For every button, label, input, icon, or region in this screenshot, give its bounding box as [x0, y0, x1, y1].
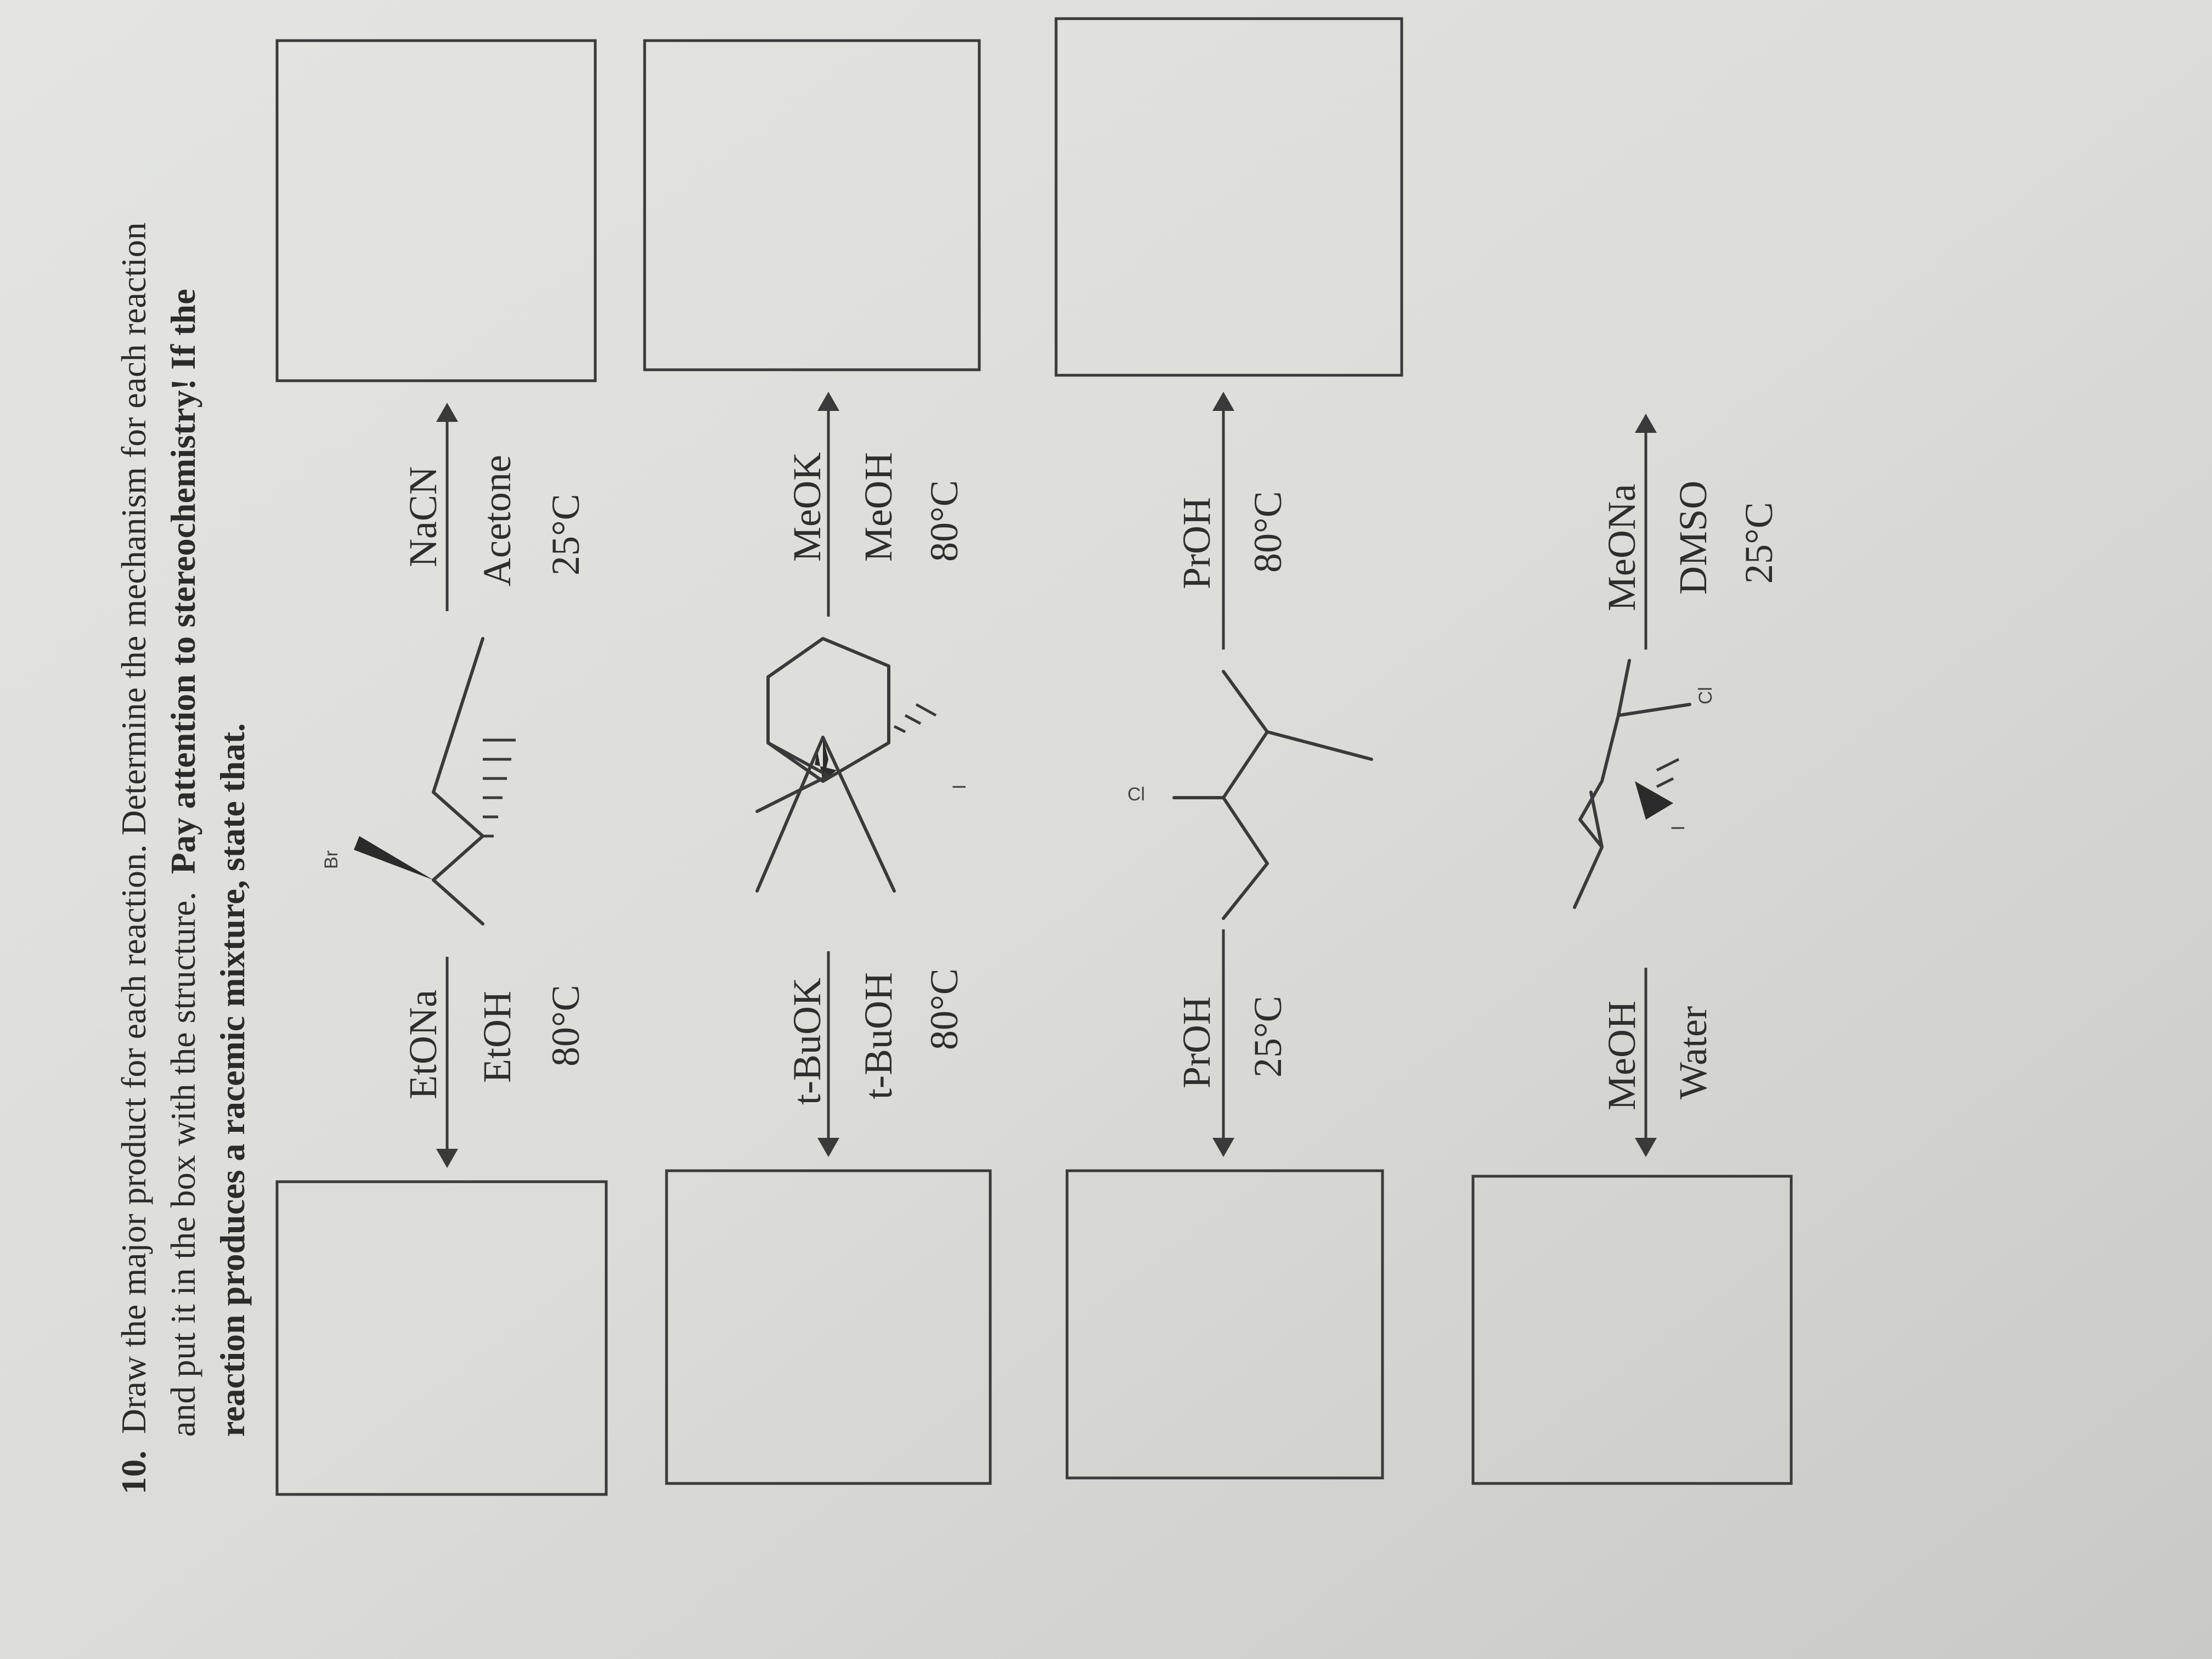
- arrowhead-right: [436, 403, 458, 422]
- solvent-right: DMSO: [1671, 481, 1715, 595]
- temp-right: 80°C: [1246, 491, 1290, 573]
- solvent-left: EtOH: [475, 991, 519, 1083]
- question-line-1: Draw the major product for each reaction…: [114, 222, 153, 1434]
- reaction-row-1: EtONa EtOH 80°C Br NaCN Acetone: [275, 39, 608, 1496]
- substrate-structure: I Cl: [1573, 659, 1716, 909]
- answer-box-right[interactable]: [275, 39, 597, 382]
- arrowhead-right: [1635, 414, 1657, 433]
- answer-box-right[interactable]: [1054, 17, 1403, 377]
- temp-left: 25°C: [1246, 996, 1290, 1077]
- atom-label: Cl: [1127, 784, 1145, 805]
- temp-right: 25°C: [544, 494, 588, 575]
- reagent-left: t-BuOK: [785, 978, 829, 1105]
- atom-label: I: [949, 785, 970, 789]
- atom-label: Br: [321, 850, 342, 869]
- svg-text:and put it in the box with the: and put it in the box with the structure…: [163, 289, 202, 1437]
- answer-box-left[interactable]: [275, 1180, 608, 1496]
- answer-box-left[interactable]: [1471, 1175, 1793, 1485]
- reaction-row-4: MeOH Water I Cl MeONa DMSO 25°C: [1471, 414, 1793, 1485]
- solvent-right: Acetone: [475, 455, 519, 586]
- solvent-left: Water: [1671, 1006, 1715, 1099]
- substrate-structure: Br: [321, 637, 516, 926]
- atom-label-2: Cl: [1695, 687, 1716, 704]
- reagent-right: MeONa: [1600, 484, 1644, 611]
- reaction-row-3: PrOH 25°C Cl PrOH 80°C: [1054, 17, 1403, 1480]
- solvent-left: t-BuOH: [856, 972, 900, 1099]
- temp-right: 25°C: [1737, 502, 1781, 584]
- atom-label-1: I: [1668, 826, 1689, 831]
- svg-text:10. Draw the major pro: 10. Draw the major product for each reac…: [114, 222, 153, 1494]
- solvent-right: MeOH: [856, 452, 900, 562]
- answer-box-left[interactable]: [1065, 1169, 1384, 1480]
- temp-right: 80°C: [922, 480, 966, 562]
- arrowhead-right: [817, 392, 839, 411]
- temp-left: 80°C: [544, 985, 588, 1066]
- question-line-2-bold: Pay attention to stereochemistry! If the: [163, 289, 202, 874]
- answer-box-left[interactable]: [665, 1169, 992, 1485]
- arrowhead-left: [1212, 1138, 1234, 1157]
- question-header: 10. Draw the major product for each reac…: [114, 222, 252, 1494]
- question-line-3: reaction produces a racemic mixture, sta…: [213, 723, 252, 1437]
- answer-box-right[interactable]: [643, 39, 981, 371]
- reaction-row-2: t-BuOK t-BuOH 80°C I MeOK: [643, 39, 992, 1485]
- reagent-right: MeOK: [785, 452, 829, 562]
- substrate-structure: I: [755, 637, 970, 893]
- substrate-structure: Cl: [1127, 670, 1373, 920]
- reagent-left: EtONa: [401, 990, 445, 1099]
- reagent-right: PrOH: [1175, 497, 1218, 589]
- question-number: 10.: [114, 1451, 153, 1494]
- reagent-left: PrOH: [1175, 996, 1218, 1088]
- arrowhead-left: [817, 1138, 839, 1157]
- arrowhead-left: [436, 1149, 458, 1168]
- temp-left: 80°C: [922, 968, 966, 1050]
- arrowhead-left: [1635, 1138, 1657, 1157]
- arrowhead-right: [1212, 392, 1234, 411]
- reagent-left: MeOH: [1600, 1001, 1644, 1110]
- question-line-2: and put it in the box with the structure…: [163, 891, 202, 1437]
- reagent-right: NaCN: [401, 466, 445, 567]
